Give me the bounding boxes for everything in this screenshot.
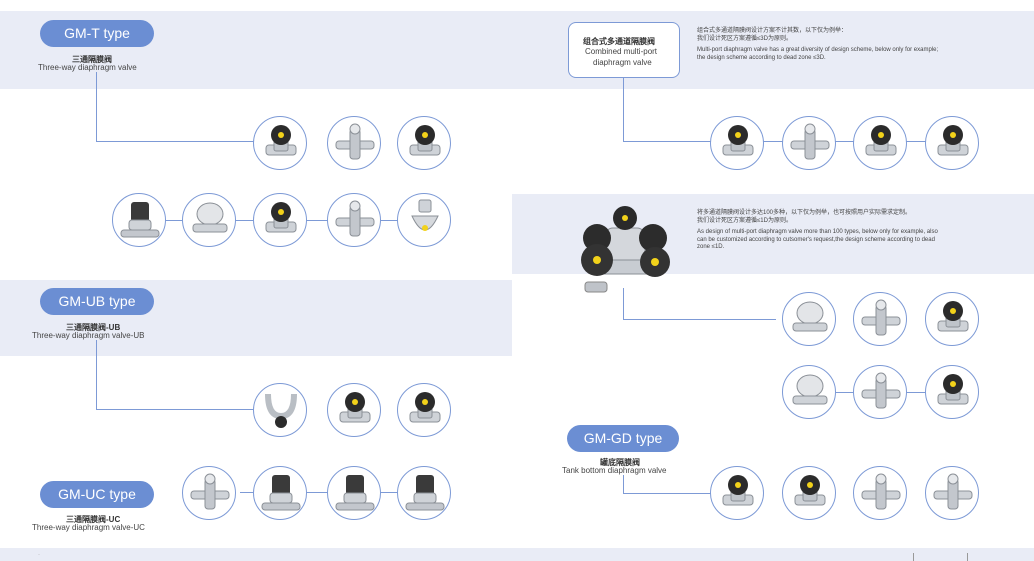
multiport-cn-title: 组合式多通道隔膜阀 [583, 37, 655, 46]
gm-gd-cn-title: 罐底隔膜阀 [600, 458, 640, 467]
gm-t-connector-h [96, 141, 256, 142]
multiport2-desc-en-2: can be customized according to cutsomer'… [697, 236, 935, 243]
valve-product-image [253, 383, 307, 437]
valve-product-image [397, 466, 451, 520]
gm-ub-connector-v [96, 340, 97, 410]
valve-product-image [853, 466, 907, 520]
valve-product-image [112, 193, 166, 247]
gm-gd-connector-v [623, 475, 624, 493]
valve-product-image [925, 365, 979, 419]
gm-uc-en-title: Three-way diaphragm valve-UC [32, 523, 145, 532]
multiport-title-box: 组合式多通道隔膜阀 Combined multi-port diaphragm … [568, 22, 680, 78]
multiport-en-title-1: Combined multi-port [585, 47, 658, 56]
gm-ub-badge: GM-UB type [40, 288, 154, 315]
gm-gd-badge: GM-GD type [567, 425, 679, 452]
gm-t-cn-title: 三通隔膜阀 [72, 55, 112, 64]
multiport-desc-cn-2: 我们设计死区方案遵循≤3D为原则。 [697, 35, 792, 42]
valve-product-image [327, 193, 381, 247]
multiport-connector-v [623, 78, 624, 141]
valve-product-image [327, 116, 381, 170]
band-footer [0, 548, 1034, 561]
valve-product-image [853, 116, 907, 170]
gm-t-en-title: Three-way diaphragm valve [38, 63, 137, 72]
footer-divider [913, 553, 914, 561]
valve-product-image [253, 193, 307, 247]
gm-uc-cn-title: 三通隔膜阀-UC [66, 515, 121, 524]
multiport-desc-en-1: Multi-port diaphragm valve has a great d… [697, 47, 939, 53]
multiport-en-title-2: diaphragm valve [593, 58, 652, 67]
multiport2-desc-cn-1: 将多通道隔膜阀设计多达100多种，以下仅为例举，也可按照用户实际需求定制。 [697, 210, 912, 216]
multiport-desc-cn-1: 组合式多通道隔膜阀设计方案不计其数，以下仅为例举： [697, 28, 848, 34]
footer-left-mark: · [38, 552, 40, 558]
valve-product-image [253, 116, 307, 170]
multiport2-description: 将多通道隔膜阀设计多达100多种，以下仅为例举，也可按照用户实际需求定制。 我们… [697, 210, 1017, 252]
gm-gd-en-title: Tank bottom diaphragm valve [562, 466, 667, 475]
gm-ub-cn-title: 三通隔膜阀-UB [66, 323, 121, 332]
valve-product-image [327, 383, 381, 437]
valve-product-image [782, 292, 836, 346]
gm-t-badge: GM-T type [40, 20, 154, 47]
multiport-row-line [740, 141, 960, 142]
valve-product-image [397, 383, 451, 437]
multiport2-desc-en-1: As design of multi-port diaphragm valve … [697, 229, 938, 235]
valve-product-image [925, 292, 979, 346]
valve-product-image [253, 466, 307, 520]
valve-product-image [710, 116, 764, 170]
multiport2-connector-v [623, 288, 624, 319]
multiport-desc-en-2: the design scheme according to dead zone… [697, 54, 826, 61]
valve-product-image [853, 292, 907, 346]
valve-product-image [182, 193, 236, 247]
valve-product-image [397, 193, 451, 247]
multiport2-desc-cn-2: 我们设计死区方案遵循≤1D为原则。 [697, 217, 792, 224]
valve-product-image [782, 116, 836, 170]
valve-product-image [782, 466, 836, 520]
valve-product-image [853, 365, 907, 419]
gm-uc-badge: GM-UC type [40, 481, 154, 508]
valve-product-image [782, 365, 836, 419]
valve-product-image [327, 466, 381, 520]
valve-product-image [925, 466, 979, 520]
multiport2-connector-h [623, 319, 776, 320]
valve-product-image [397, 116, 451, 170]
multiport-connector-h [623, 141, 711, 142]
multiport2-desc-en-3: zone ≤1D. [697, 244, 725, 250]
valve-product-image [710, 466, 764, 520]
gm-t-connector-v [96, 72, 97, 142]
multiport-description: 组合式多通道隔膜阀设计方案不计其数，以下仅为例举： 我们设计死区方案遵循≤3D为… [697, 28, 1017, 62]
footer-divider-2 [967, 553, 968, 561]
valve-product-image [182, 466, 236, 520]
gm-ub-en-title: Three-way diaphragm valve-UB [32, 331, 145, 340]
gm-gd-connector-h [623, 493, 713, 494]
multiport-cluster-valve-image [575, 200, 675, 295]
valve-product-image [925, 116, 979, 170]
gm-ub-connector-h [96, 409, 256, 410]
